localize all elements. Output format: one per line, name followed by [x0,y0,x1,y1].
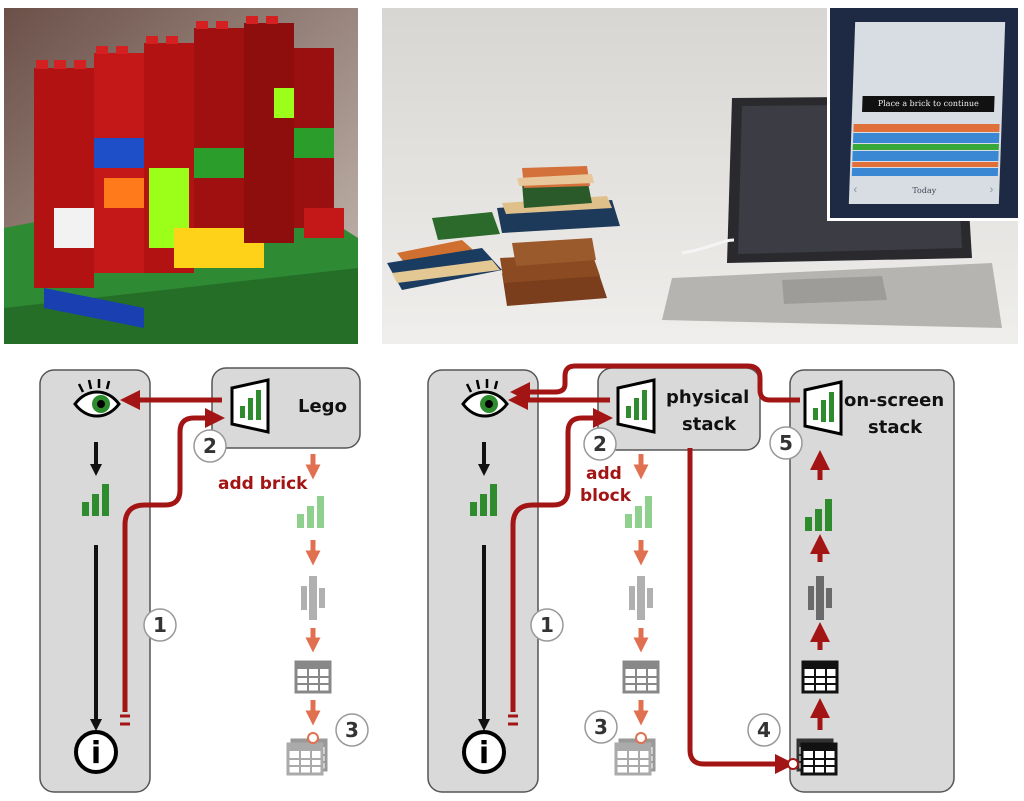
step-badges [143,426,803,747]
left-step-2-badge [193,429,227,463]
right-physical-box [597,367,761,451]
right-stacked-table-icon [614,732,656,776]
left-step-1: 1 [153,613,167,637]
onscreen-glyph-icon [808,576,832,620]
right-box-label-2: stack [682,414,737,435]
right-bars-icon [470,484,497,516]
tablet-screen: Place a brick to continue ‹ Today › [848,22,1006,204]
right-step-4-badge [747,713,781,747]
tablet-footer: Today [912,186,937,195]
right-step-4: 4 [757,718,771,742]
right-eye-icon [461,377,509,418]
left-box-label: Lego [298,396,347,417]
right-step-1-badge [530,608,564,642]
left-bars-icon [82,484,109,516]
left-lego-display-icon [230,378,270,434]
right-screen-to-eye-arrow [510,363,800,403]
right-step-3-badge [584,710,618,744]
left-user-to-lego-arrow [122,408,225,712]
left-info-icon: i [74,730,118,774]
right-info-icon: i [462,730,506,774]
tablet-stripe-orange [853,124,1000,132]
left-step-2: 2 [203,434,217,458]
blocks-laptop-photo: Place a brick to continue ‹ Today › [382,8,1018,344]
right-physical-display-icon [616,378,656,434]
tablet-stripe-green [852,144,999,150]
tablet-stripe-orange-2 [852,162,999,167]
left-action-label: add brick [218,474,308,494]
tablet-prompt: Place a brick to continue [862,96,995,112]
right-user-to-physical-arrow [510,408,613,712]
left-step-3: 3 [345,718,359,742]
left-table-icon [294,660,332,694]
right-light-bars-icon [625,496,652,528]
right-step-2-badge [583,427,617,461]
right-gray-glyph-icon [629,576,653,620]
right-screen-panel [789,369,955,793]
svg-text:i: i [479,736,489,771]
right-step-5: 5 [779,431,793,455]
right-step-3: 3 [594,715,608,739]
tablet-stripe-blue-2 [852,151,999,161]
lego-photo-art [4,8,358,344]
right-screen-label-2: stack [868,417,923,438]
onscreen-stacked-table-icon [787,738,838,776]
right-step-5-badge [769,426,803,460]
right-step-2: 2 [593,432,607,456]
onscreen-table-icon [801,660,839,694]
right-action-label-1: add [586,464,622,484]
left-lego-box [211,367,361,449]
left-eye-icon [73,377,121,418]
right-physical-to-screen-arrow [687,448,795,774]
right-action-label-2: block [580,486,632,506]
tablet-inset: Place a brick to continue ‹ Today › [827,8,1018,221]
left-light-bars-icon [297,496,324,528]
left-stacked-table-icon [286,732,328,776]
tablet-stripe-blue [852,133,1000,143]
right-table-icon [622,660,660,694]
right-box-label-1: physical [666,387,750,408]
svg-text:i: i [91,736,101,771]
left-step-3-badge [335,713,369,747]
tablet-next-icon[interactable]: › [989,182,994,196]
right-step-1: 1 [540,613,554,637]
onscreen-bars-icon [805,499,832,531]
right-screen-label-1: on-screen [844,390,945,411]
left-step-1-badge [143,608,177,642]
left-gray-glyph-icon [301,576,325,620]
lego-photo [4,8,358,344]
right-onscreen-display-icon [803,380,843,436]
tablet-stripe-blue-3 [851,168,999,176]
left-user-panel [39,369,151,793]
right-user-panel [427,369,539,793]
